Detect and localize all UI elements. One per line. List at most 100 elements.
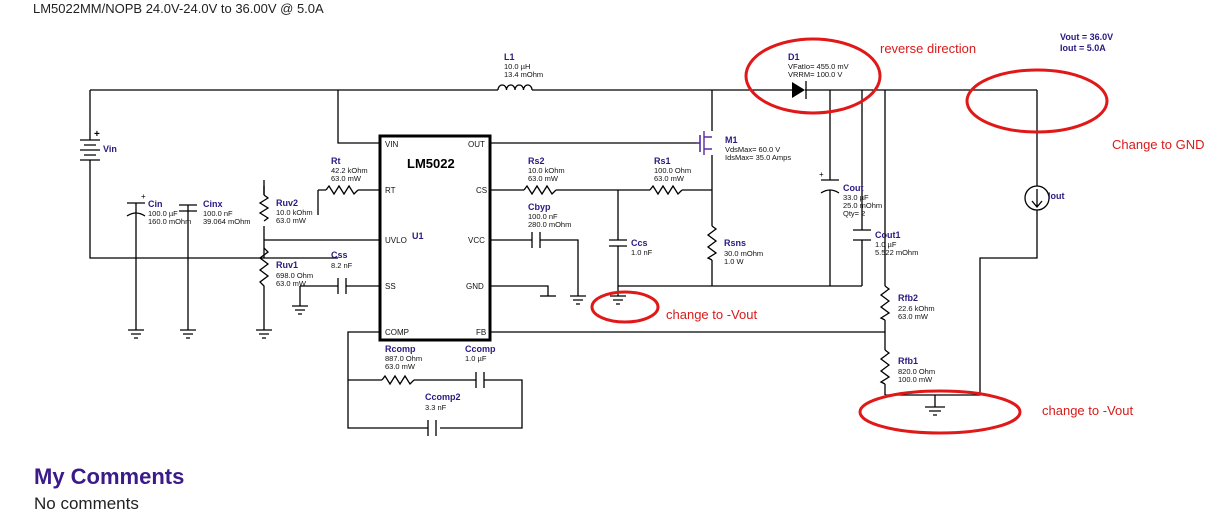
- annotation-ellipse-output: [965, 68, 1109, 134]
- cout-name: Cout: [843, 183, 864, 193]
- svg-text:+: +: [819, 170, 824, 179]
- rt-value: 42.2 kOhm: [331, 166, 368, 175]
- capacitor-ccomp2: Ccomp2 3.3 nF: [425, 392, 461, 436]
- cout1-value: 1.0 µF: [875, 240, 897, 249]
- cout-esr: 25.0 mOhm: [843, 201, 882, 210]
- cout-value: 33.0 µF: [843, 193, 869, 202]
- resistor-ruv1: Ruv1 698.0 Ohm 63.0 mW: [258, 247, 313, 292]
- circuit-schematic: L1 10.0 µH 13.4 mOhm D1 VFatIo= 455.0 mV…: [80, 32, 1205, 436]
- rfb2-value: 22.6 kOhm: [898, 304, 935, 313]
- cin-value: 100.0 µF: [148, 209, 178, 218]
- resistor-rfb2: Rfb2 22.6 kOhm 63.0 mW: [879, 285, 935, 321]
- annotations: reverse direction Change to GND change t…: [590, 37, 1205, 435]
- css-value: 8.2 nF: [331, 261, 353, 270]
- rfb1-name: Rfb1: [898, 356, 918, 366]
- svg-text:+: +: [94, 129, 100, 140]
- annotation-change-to-gnd: Change to GND: [1112, 137, 1205, 152]
- cinx-value: 100.0 nF: [203, 209, 233, 218]
- cinx-name: Cinx: [203, 199, 223, 209]
- ground-symbols: [128, 290, 945, 416]
- pin-ss: SS: [385, 282, 396, 291]
- ccomp2-value: 3.3 nF: [425, 403, 447, 412]
- ccomp-value: 1.0 µF: [465, 354, 487, 363]
- cout1-name: Cout1: [875, 230, 901, 240]
- cin-name: Cin: [148, 199, 163, 209]
- svg-text:+: +: [141, 192, 146, 201]
- capacitor-cout: + Cout 33.0 µF 25.0 mOhm Qty= 2: [819, 170, 882, 218]
- resistor-ruv2: Ruv2 10.0 kOhm 63.0 mW: [258, 186, 313, 225]
- output-spec: Vout = 36.0V Iout = 5.0A: [1060, 32, 1113, 53]
- annotation-ellipse-diode: [744, 37, 882, 115]
- capacitor-cbyp: Cbyp 100.0 nF 280.0 mOhm: [528, 202, 571, 248]
- pin-gnd: GND: [466, 282, 484, 291]
- cbyp-name: Cbyp: [528, 202, 551, 212]
- cout-qty: Qty= 2: [843, 209, 865, 218]
- m1-ids: IdsMax= 35.0 Amps: [725, 153, 791, 162]
- ccomp-name: Ccomp: [465, 344, 496, 354]
- iout-name: Iout: [1048, 191, 1065, 201]
- m1-name: M1: [725, 135, 738, 145]
- capacitor-css: Css 8.2 nF: [331, 250, 353, 294]
- cbyp-value: 100.0 nF: [528, 212, 558, 221]
- mosfet-m1: M1 VdsMax= 60.0 V IdsMax= 35.0 Amps: [696, 131, 791, 162]
- ccs-name: Ccs: [631, 238, 648, 248]
- current-load-iout: Iout: [1024, 185, 1065, 211]
- ic-lm5022: LM5022 U1 VIN OUT RT CS UVLO VCC SS GND …: [378, 134, 492, 342]
- ic-name: LM5022: [407, 156, 455, 171]
- comments-heading: My Comments: [34, 464, 185, 489]
- resistor-rsns: Rsns 30.0 mOhm 1.0 W: [706, 225, 763, 266]
- inductor-l1: L1 10.0 µH 13.4 mOhm: [497, 52, 543, 91]
- rsns-name: Rsns: [724, 238, 746, 248]
- resistor-rfb1: Rfb1 820.0 Ohm 100.0 mW: [879, 349, 935, 385]
- ccs-value: 1.0 nF: [631, 248, 653, 257]
- annotation-change-to-neg-vout-1: change to -Vout: [666, 307, 757, 322]
- diode-d1: D1 VFatIo= 455.0 mV VRRM= 100.0 V: [780, 52, 849, 99]
- capacitor-ccomp: Ccomp 1.0 µF: [465, 344, 496, 388]
- pin-rt: RT: [385, 186, 396, 195]
- resistor-rs2: Rs2 10.0 kOhm 63.0 mW: [523, 156, 565, 196]
- d1-vrrm: VRRM= 100.0 V: [788, 70, 842, 79]
- capacitor-cin: + Cin 100.0 µF 160.0 mOhm: [126, 192, 191, 226]
- capacitor-cout1: Cout1 1.0 µF 5.522 mOhm: [853, 229, 918, 257]
- cbyp-esr: 280.0 mOhm: [528, 220, 571, 229]
- ruv2-value: 10.0 kOhm: [276, 208, 313, 217]
- rs2-power: 63.0 mW: [528, 174, 559, 183]
- d1-name: D1: [788, 52, 800, 62]
- l1-resistance: 13.4 mOhm: [504, 70, 543, 79]
- rfb1-power: 100.0 mW: [898, 375, 933, 384]
- rs1-name: Rs1: [654, 156, 671, 166]
- pin-fb: FB: [476, 328, 486, 337]
- comments-body: No comments: [34, 494, 139, 513]
- rt-power: 63.0 mW: [331, 174, 362, 183]
- rs2-value: 10.0 kOhm: [528, 166, 565, 175]
- spec-iout: Iout = 5.0A: [1060, 43, 1106, 53]
- rfb2-power: 63.0 mW: [898, 312, 929, 321]
- cout1-esr: 5.522 mOhm: [875, 248, 918, 257]
- ruv1-value: 698.0 Ohm: [276, 271, 313, 280]
- annotation-change-to-neg-vout-2: change to -Vout: [1042, 403, 1133, 418]
- rfb2-name: Rfb2: [898, 293, 918, 303]
- rfb1-value: 820.0 Ohm: [898, 367, 935, 376]
- pin-comp: COMP: [385, 328, 409, 337]
- voltage-source-vin: + Vin: [80, 129, 117, 161]
- annotation-ellipse-ground: [590, 290, 660, 324]
- annotation-ellipse-fb-ground: [858, 389, 1022, 435]
- ruv2-name: Ruv2: [276, 198, 298, 208]
- pin-uvlo: UVLO: [385, 236, 407, 245]
- rs2-name: Rs2: [528, 156, 545, 166]
- ruv1-name: Ruv1: [276, 260, 298, 270]
- d1-vf: VFatIo= 455.0 mV: [788, 62, 849, 71]
- capacitor-ccs: Ccs 1.0 nF: [609, 238, 653, 257]
- m1-vds: VdsMax= 60.0 V: [725, 145, 780, 154]
- annotation-reverse-direction: reverse direction: [880, 41, 976, 56]
- rt-name: Rt: [331, 156, 341, 166]
- capacitor-cinx: Cinx 100.0 nF 39.064 mOhm: [179, 199, 251, 226]
- css-name: Css: [331, 250, 348, 260]
- pin-vin: VIN: [385, 140, 399, 149]
- l1-name: L1: [504, 52, 515, 62]
- pin-vcc: VCC: [468, 236, 485, 245]
- wires: [89, 89, 1038, 429]
- pin-cs: CS: [476, 186, 487, 195]
- ic-ref: U1: [412, 231, 424, 241]
- rcomp-value: 887.0 Ohm: [385, 354, 422, 363]
